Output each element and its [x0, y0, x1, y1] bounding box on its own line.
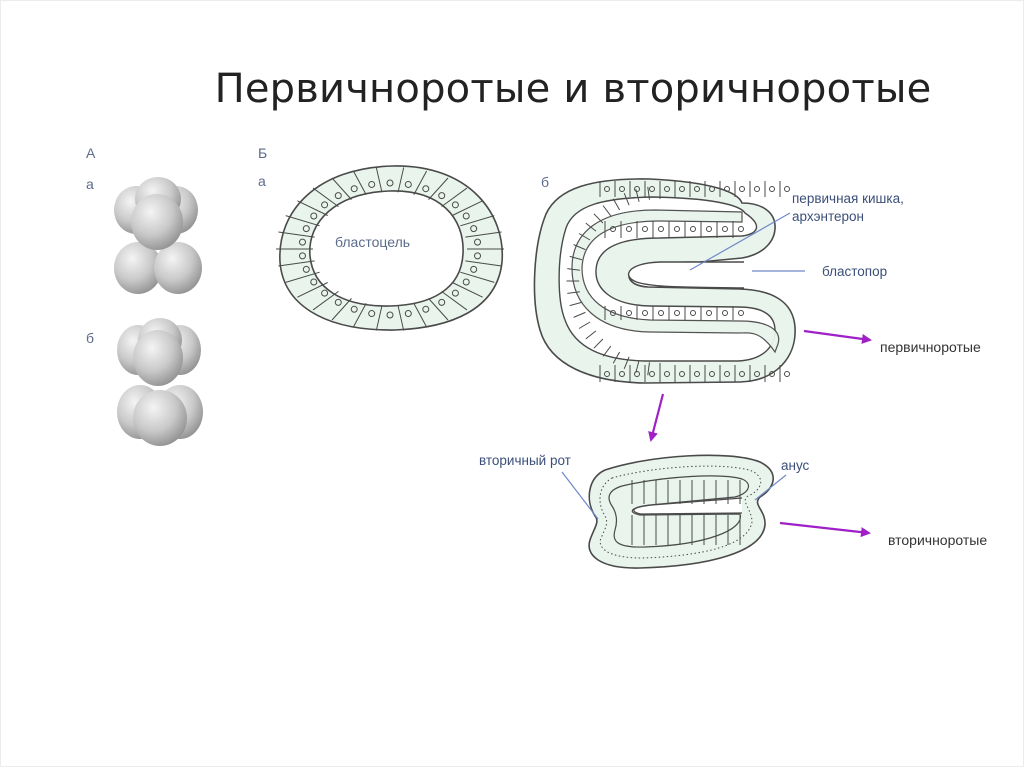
protostome-arrow — [803, 329, 872, 344]
anus-pointer — [754, 474, 787, 501]
deuterostome-arrow — [779, 521, 871, 538]
panel-B-label: Б — [258, 145, 267, 161]
deuterostome-label: вторичноротые — [888, 532, 987, 548]
blastocoel-label: бластоцель — [335, 234, 410, 250]
panel-A-a-label: а — [86, 176, 94, 192]
panel-A-b-label: б — [86, 330, 94, 346]
secondary-mouth-pointer — [561, 471, 599, 520]
slide-title: Первичноротые и вторичноротые — [214, 66, 932, 112]
deuterostome-embryo — [588, 454, 774, 569]
secondary-mouth-label: вторичный рот — [479, 453, 571, 468]
blastopore-label: бластопор — [822, 264, 887, 279]
development-arrow — [648, 393, 665, 442]
anus-label: анус — [781, 458, 810, 473]
archenteron-pointer — [689, 212, 791, 271]
panel-B-a-label: а — [258, 173, 266, 189]
protostome-label: первичноротые — [880, 339, 981, 355]
gastrula — [533, 178, 796, 384]
panel-A-label: А — [86, 145, 96, 161]
cleavage-embryo-a — [114, 177, 202, 294]
panel-B-b-label: б — [541, 174, 549, 190]
blastula: бластоцель — [276, 165, 504, 331]
archenteron-label-line1: первичная кишка, — [792, 191, 904, 206]
cleavage-embryo-b — [117, 318, 203, 446]
archenteron-label-line2: архэнтерон — [792, 209, 864, 224]
